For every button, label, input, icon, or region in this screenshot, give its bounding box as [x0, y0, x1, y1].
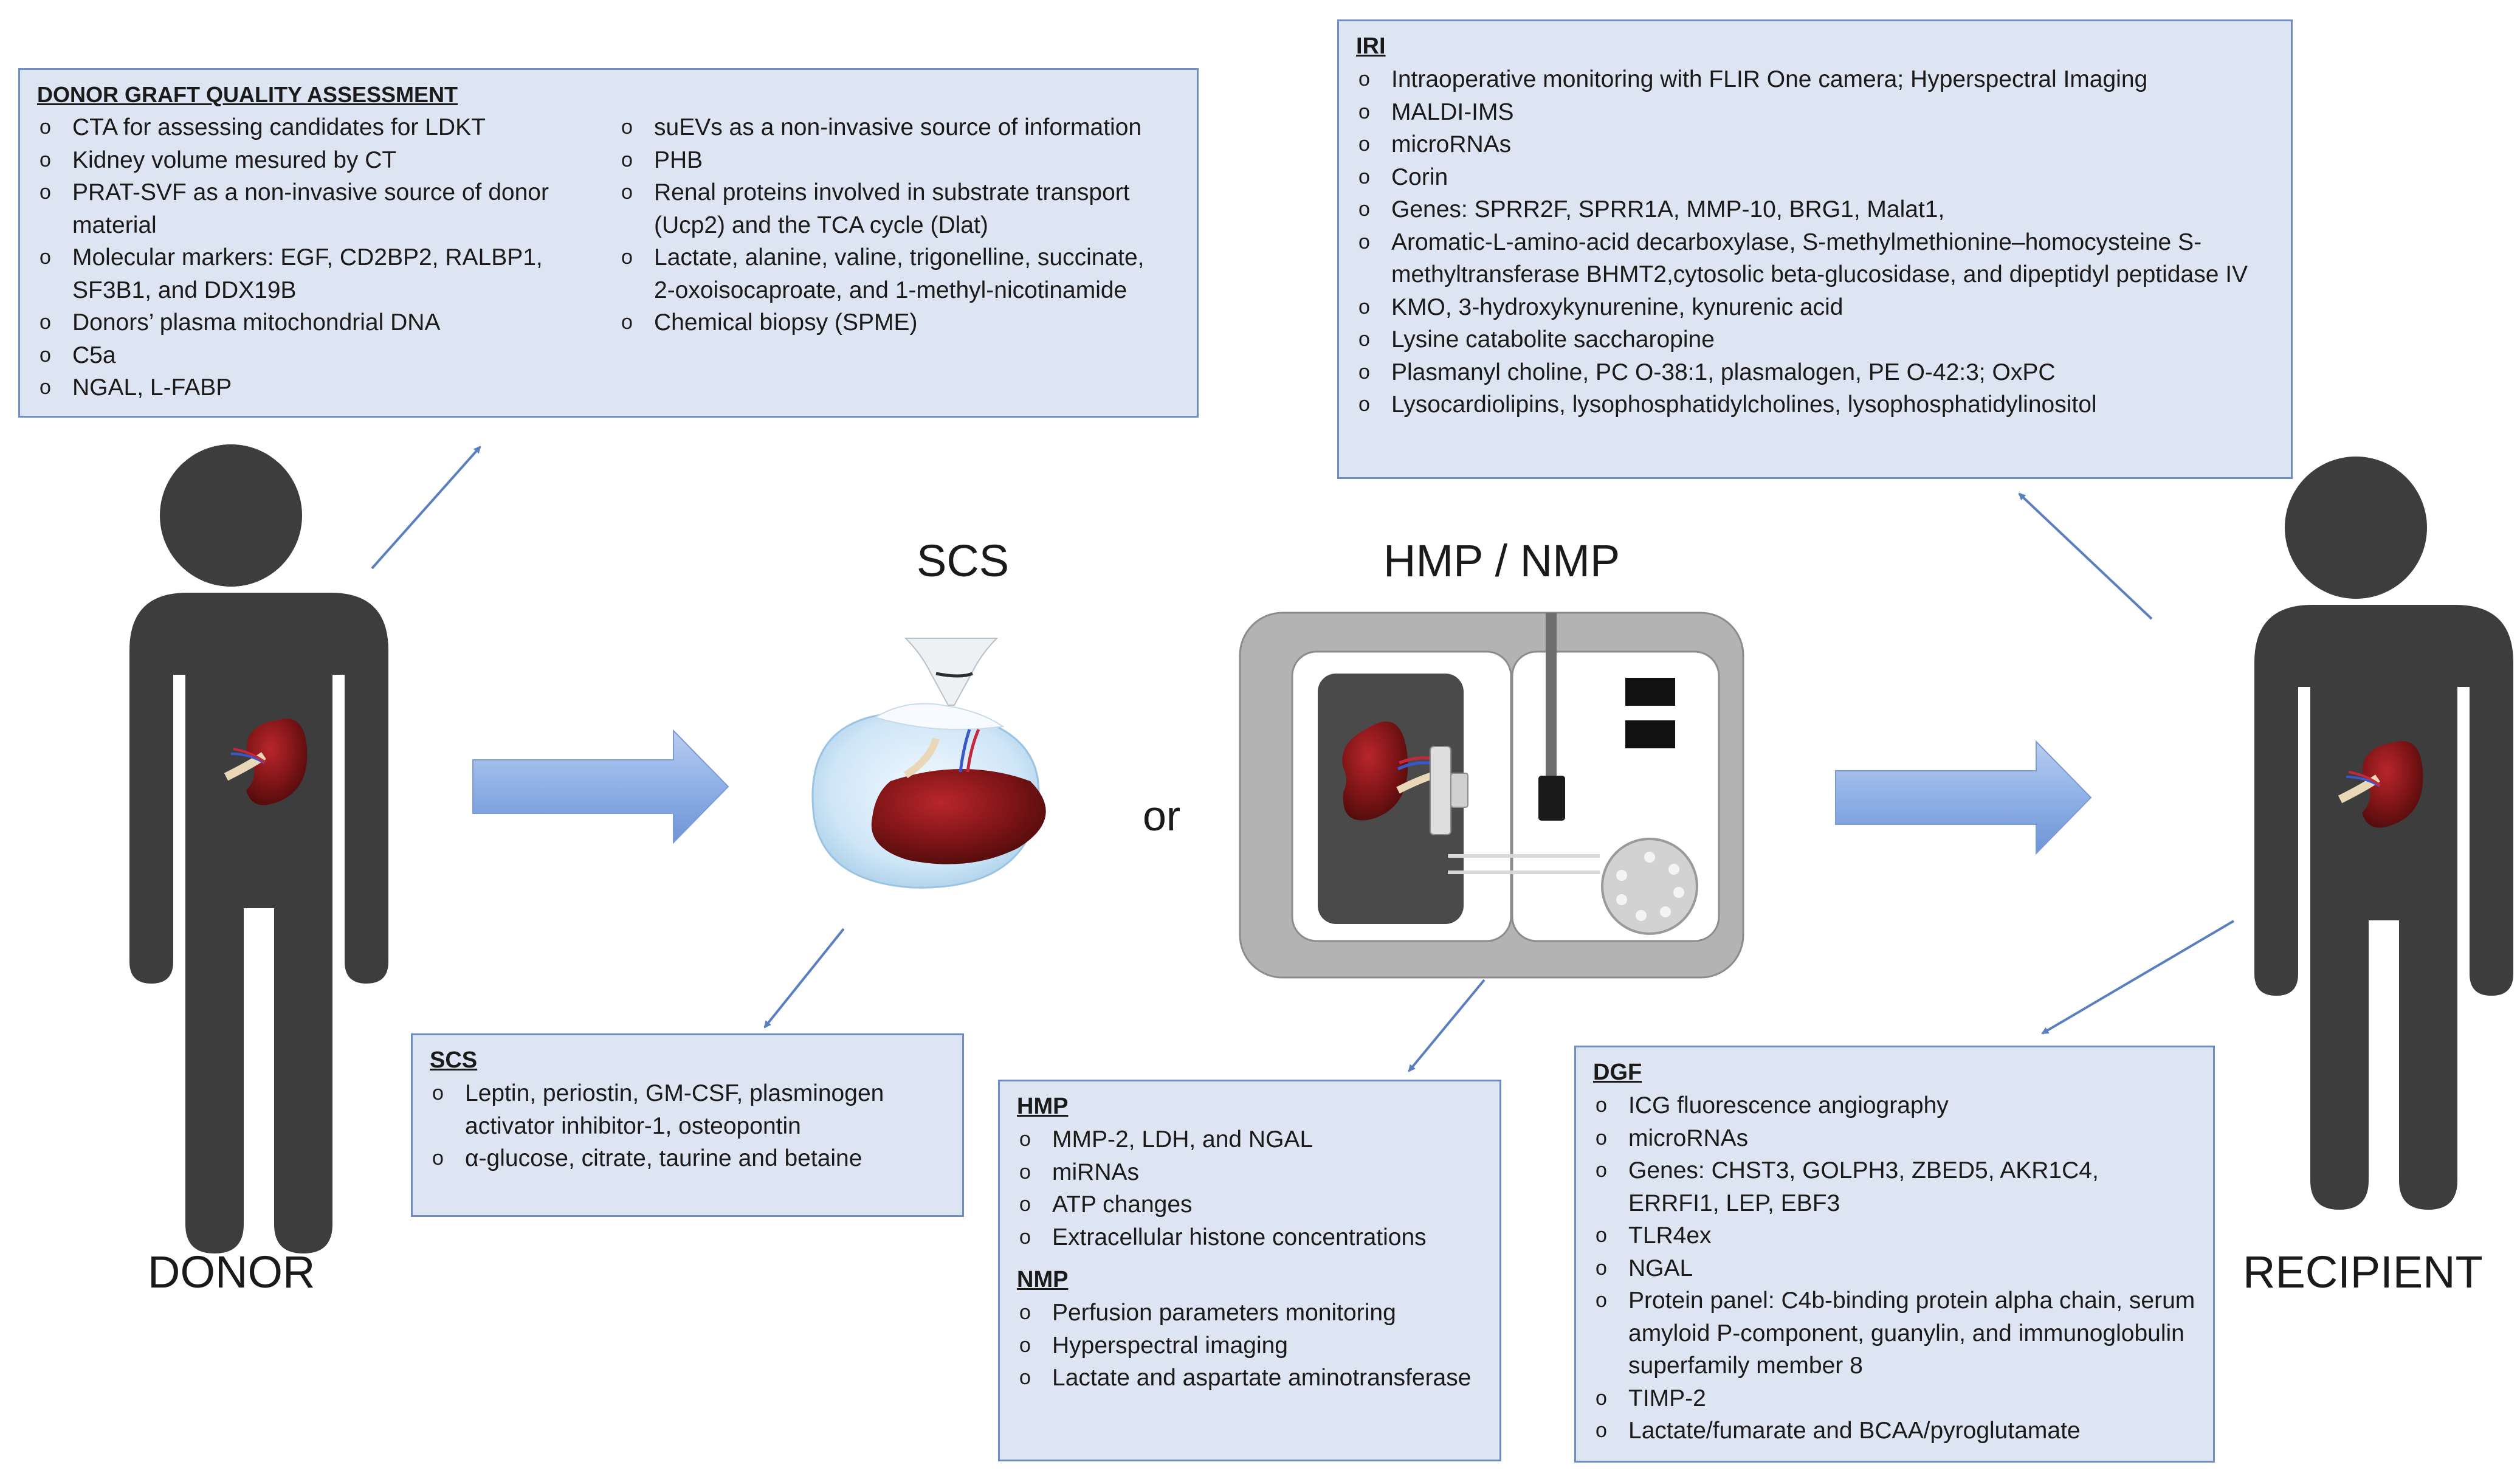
list-item: Donors’ plasma mitochondrial DNA: [37, 306, 621, 339]
list-item: Genes: SPRR2F, SPRR1A, MMP-10, BRG1, Mal…: [1356, 193, 2274, 226]
recipient-to-iri-arrow: [2018, 492, 2153, 620]
list-item: NGAL: [1593, 1252, 2196, 1285]
machine-to-box-arrow: [1408, 979, 1485, 1072]
list-item: PHB: [619, 144, 1166, 177]
list-item: microRNAs: [1356, 128, 2274, 161]
list-item: miRNAs: [1017, 1156, 1482, 1189]
perfusion-machine-icon: [1239, 612, 1744, 979]
list-item: Perfusion parameters monitoring: [1017, 1297, 1482, 1329]
list-item: Plasmanyl choline, PC O-38:1, plasmaloge…: [1356, 356, 2274, 389]
hmp-title: HMP: [1017, 1094, 1069, 1119]
list-item: Intraoperative monitoring with FLIR One …: [1356, 63, 2274, 96]
hmp-list: MMP-2, LDH, and NGAL miRNAs ATP changes …: [1017, 1123, 1482, 1253]
list-item: CTA for assessing candidates for LDKT: [37, 111, 621, 144]
scs-box: SCS Leptin, periostin, GM-CSF, plasminog…: [411, 1033, 964, 1217]
machine-to-recipient-block-arrow: [1835, 740, 2092, 855]
scs-label: SCS: [917, 536, 1010, 586]
list-item: Lactate and aspartate aminotransferase: [1017, 1362, 1482, 1395]
list-item: TIMP-2: [1593, 1382, 2196, 1415]
list-item: Lactate/fumarate and BCAA/pyroglutamate: [1593, 1415, 2196, 1447]
list-item: Hyperspectral imaging: [1017, 1329, 1482, 1362]
list-item: Lactate, alanine, valine, trigonelline, …: [619, 241, 1166, 306]
donor-label: DONOR: [148, 1247, 315, 1297]
donor-graft-box: DONOR GRAFT QUALITY ASSESSMENT CTA for a…: [18, 68, 1199, 418]
dgf-box: DGF ICG fluorescence angiography microRN…: [1574, 1046, 2215, 1463]
donor-to-box-arrow: [371, 446, 481, 570]
recipient-to-dgf-arrow: [2041, 920, 2235, 1035]
list-item: α-glucose, citrate, taurine and betaine: [430, 1142, 945, 1175]
nmp-list: Perfusion parameters monitoring Hyperspe…: [1017, 1297, 1482, 1395]
donor-left-list: CTA for assessing candidates for LDKT Ki…: [37, 111, 621, 404]
list-item: Protein panel: C4b-binding protein alpha…: [1593, 1284, 2196, 1382]
dgf-title: DGF: [1593, 1060, 1642, 1085]
list-item: Aromatic-L-amino-acid decarboxylase, S-m…: [1356, 226, 2274, 291]
list-item: Leptin, periostin, GM-CSF, plasminogen a…: [430, 1077, 945, 1142]
scs-to-box-arrow: [763, 928, 845, 1029]
list-item: Corin: [1356, 161, 2274, 194]
list-item: Molecular markers: EGF, CD2BP2, RALBP1, …: [37, 241, 621, 306]
list-item: ICG fluorescence angiography: [1593, 1089, 2196, 1122]
list-item: MMP-2, LDH, and NGAL: [1017, 1123, 1482, 1156]
connector-arrows: [371, 446, 2235, 1072]
list-item: PRAT-SVF as a non-invasive source of don…: [37, 176, 621, 241]
list-item: Chemical biopsy (SPME): [619, 306, 1166, 339]
donor-to-scs-block-arrow: [472, 729, 729, 844]
dgf-list: ICG fluorescence angiography microRNAs G…: [1593, 1089, 2196, 1447]
list-item: C5a: [37, 339, 621, 372]
list-item: Genes: CHST3, GOLPH3, ZBED5, AKR1C4, ERR…: [1593, 1154, 2196, 1219]
scs-bag-icon: [811, 638, 1046, 889]
donor-graft-title: DONOR GRAFT QUALITY ASSESSMENT: [37, 82, 458, 107]
list-item: Kidney volume mesured by CT: [37, 144, 621, 177]
or-label: or: [1143, 792, 1181, 839]
list-item: suEVs as a non-invasive source of inform…: [619, 111, 1166, 144]
list-item: Lysocardiolipins, lysophosphatidylcholin…: [1356, 388, 2274, 421]
nmp-title: NMP: [1017, 1267, 1069, 1292]
donor-figure-icon: [129, 444, 388, 1253]
donor-kidney-icon: [224, 719, 308, 805]
scs-list: Leptin, periostin, GM-CSF, plasminogen a…: [430, 1077, 945, 1175]
list-item: KMO, 3-hydroxykynurenine, kynurenic acid: [1356, 291, 2274, 324]
recipient-label: RECIPIENT: [2243, 1247, 2483, 1297]
list-item: NGAL, L-FABP: [37, 371, 621, 404]
iri-list: Intraoperative monitoring with FLIR One …: [1356, 63, 2274, 421]
recipient-figure-icon: [2254, 457, 2513, 1210]
donor-right-list: suEVs as a non-invasive source of inform…: [619, 111, 1166, 339]
list-item: ATP changes: [1017, 1188, 1482, 1221]
list-item: Lysine catabolite saccharopine: [1356, 323, 2274, 356]
list-item: Extracellular histone concentrations: [1017, 1221, 1482, 1254]
iri-box: IRI Intraoperative monitoring with FLIR …: [1337, 19, 2293, 479]
list-item: microRNAs: [1593, 1122, 2196, 1155]
hmp-nmp-box: HMP MMP-2, LDH, and NGAL miRNAs ATP chan…: [998, 1080, 1501, 1461]
list-item: TLR4ex: [1593, 1219, 2196, 1252]
iri-title: IRI: [1356, 33, 1386, 59]
list-item: Renal proteins involved in substrate tra…: [619, 176, 1166, 241]
scs-title: SCS: [430, 1047, 478, 1073]
recipient-kidney-icon: [2338, 741, 2423, 828]
list-item: MALDI-IMS: [1356, 96, 2274, 129]
hmp-nmp-label: HMP / NMP: [1383, 536, 1620, 586]
